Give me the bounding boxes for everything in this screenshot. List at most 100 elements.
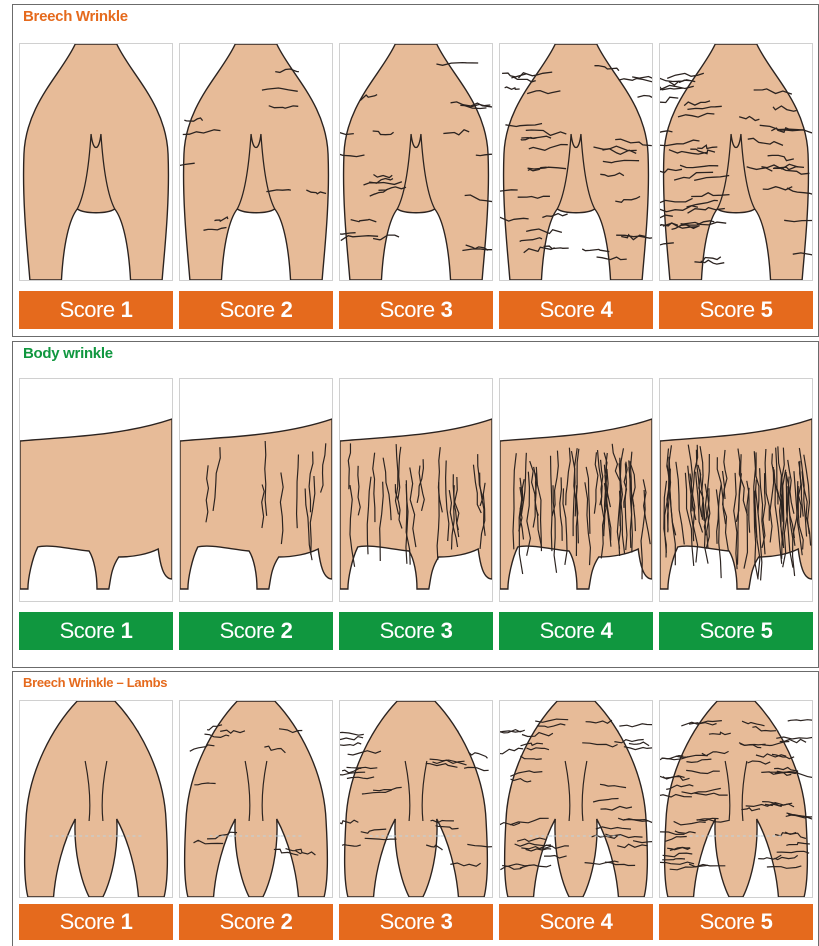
score-card: Score4 (499, 43, 653, 329)
wrinkle-line (500, 748, 523, 754)
score-label: Score4 (499, 904, 653, 940)
body-illustration (19, 378, 173, 602)
sheep-breech-shape (24, 44, 169, 280)
lamb-rump (25, 701, 168, 897)
score-card: Score5 (659, 378, 813, 650)
score-card: Score2 (179, 43, 333, 329)
body-illustration (499, 378, 653, 602)
section-title: Breech Wrinkle – Lambs (23, 675, 167, 690)
score-label: Score3 (339, 291, 493, 329)
score-number: 5 (761, 618, 773, 644)
wrinkle-line (701, 260, 725, 264)
wrinkle-line (632, 74, 652, 79)
wrinkle-line (637, 96, 652, 101)
score-word: Score (220, 618, 275, 644)
sheep-breech-shape (500, 44, 652, 280)
score-number: 1 (121, 909, 133, 935)
breech-illustration (179, 43, 333, 281)
lamb-breech-shape (660, 701, 812, 897)
sheep-flank (340, 419, 492, 589)
score-card: Score3 (339, 378, 493, 650)
score-label: Score5 (659, 291, 813, 329)
score-card: Score4 (499, 378, 653, 650)
score-word: Score (60, 297, 115, 323)
score-number: 2 (281, 618, 293, 644)
lamb-rump (505, 701, 648, 897)
sheep-breech-shape (180, 44, 328, 280)
section-title: Body wrinkle (23, 345, 113, 362)
score-word: Score (700, 297, 755, 323)
lamb-rump (345, 701, 488, 897)
wrinkle-line (629, 742, 649, 746)
sheep-breech-shape (660, 44, 812, 280)
sheep-flank (20, 419, 172, 589)
wrinkle-line (340, 731, 364, 736)
sheep-body-shape (660, 419, 812, 589)
score-word: Score (700, 909, 755, 935)
lamb-rump (185, 701, 328, 897)
lamb-illustration (499, 700, 653, 898)
score-card: Score5 (659, 43, 813, 329)
sheep-body-shape (340, 419, 492, 589)
wrinkle-line (619, 79, 652, 82)
section-breech-wrinkle: Breech Wrinkle Score1 Score2 Score3 Scor… (12, 4, 819, 337)
wrinkle-line (660, 78, 695, 82)
score-label: Score2 (179, 612, 333, 650)
score-word: Score (380, 909, 435, 935)
wrinkle-line (619, 724, 652, 727)
score-word: Score (380, 297, 435, 323)
score-label: Score2 (179, 904, 333, 940)
score-number: 3 (441, 618, 453, 644)
score-card: Score3 (339, 700, 493, 940)
lamb-breech-shape (340, 701, 492, 897)
wrinkle-line (788, 720, 812, 721)
score-word: Score (220, 909, 275, 935)
lamb-breech-shape (500, 701, 652, 897)
wrinkle-line (582, 249, 609, 252)
score-label: Score1 (19, 904, 173, 940)
wrinkle-line (340, 743, 361, 746)
score-word: Score (540, 297, 595, 323)
sheep-rump (664, 44, 809, 280)
body-illustration (339, 378, 493, 602)
breech-illustration (339, 43, 493, 281)
breech-illustration (499, 43, 653, 281)
sheep-rump (344, 44, 489, 280)
score-card: Score3 (339, 43, 493, 329)
wrinkle-line (505, 87, 520, 89)
body-illustration (179, 378, 333, 602)
score-number: 1 (121, 618, 133, 644)
score-label: Score1 (19, 291, 173, 329)
score-number: 2 (281, 909, 293, 935)
score-card: Score2 (179, 378, 333, 650)
score-number: 5 (761, 297, 773, 323)
lamb-illustration (659, 700, 813, 898)
body-illustration (659, 378, 813, 602)
lamb-breech-shape (25, 701, 168, 897)
sheep-breech-shape (340, 44, 492, 280)
score-word: Score (380, 618, 435, 644)
section-title: Breech Wrinkle (23, 8, 128, 25)
score-number: 3 (441, 909, 453, 935)
sheep-body-shape (20, 419, 172, 589)
score-card: Score1 (19, 43, 173, 329)
score-word: Score (60, 618, 115, 644)
score-card: Score5 (659, 700, 813, 940)
wrinkle-line (660, 97, 678, 102)
section-breech-wrinkle-lambs: Breech Wrinkle – Lambs Score1 Score2 Sco… (12, 671, 819, 946)
score-label: Score5 (659, 612, 813, 650)
lamb-illustration (339, 700, 493, 898)
score-card: Score1 (19, 700, 173, 940)
score-label: Score3 (339, 612, 493, 650)
score-card: Score2 (179, 700, 333, 940)
score-number: 4 (601, 297, 613, 323)
score-number: 1 (121, 297, 133, 323)
lamb-illustration (19, 700, 173, 898)
wrinkle-line (511, 77, 535, 82)
score-card: Score1 (19, 378, 173, 650)
score-word: Score (540, 618, 595, 644)
score-word: Score (540, 909, 595, 935)
sheep-rump (184, 44, 329, 280)
score-number: 4 (601, 909, 613, 935)
score-number: 2 (281, 297, 293, 323)
